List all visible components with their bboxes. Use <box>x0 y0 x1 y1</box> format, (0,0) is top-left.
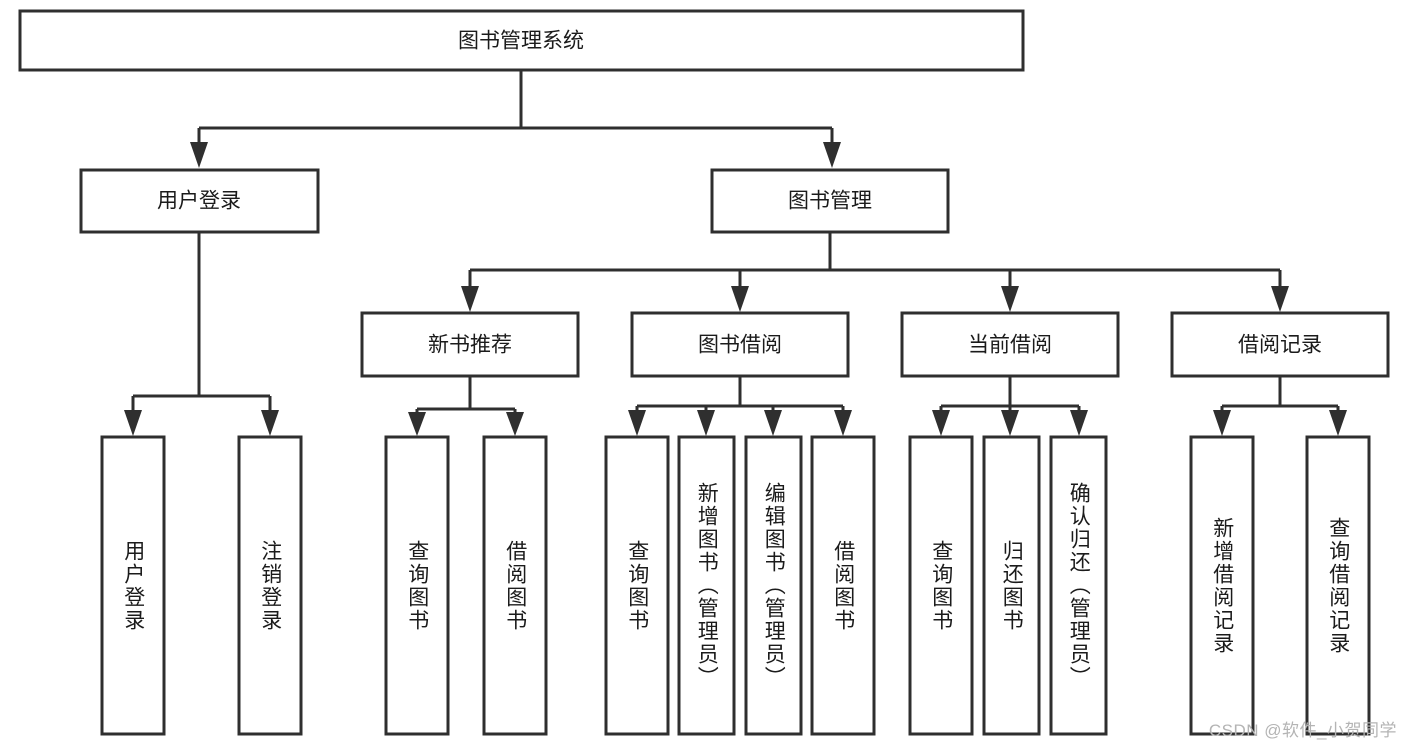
connector-new-book-to-leaves <box>408 376 524 436</box>
node-user-login[interactable]: 用户登录 <box>79 168 320 234</box>
node-book-manage[interactable]: 图书管理 <box>710 168 950 234</box>
leaf-box-borrow-book-b[interactable] <box>810 435 876 736</box>
arrow-head-to-leaf-query-book-b <box>628 410 646 436</box>
arrow-head-to-leaf-query-record <box>1329 410 1347 436</box>
connector-book-manage-to-level2 <box>461 232 1289 312</box>
leaf-box-logout[interactable] <box>237 435 303 736</box>
node-new-book-recommend-label: 新书推荐 <box>428 334 512 357</box>
connector-root-to-level1 <box>190 70 841 168</box>
arrow-head-to-leaf-edit-book <box>764 410 782 436</box>
arrow-head-to-borrow-record <box>1271 286 1289 312</box>
leaf-box-add-record[interactable] <box>1189 435 1255 736</box>
leaf-box-query-record[interactable] <box>1305 435 1371 736</box>
connector-book-borrow-to-leaves <box>628 376 852 436</box>
connector-current-borrow-to-leaves <box>932 376 1088 436</box>
leaf-box-user-login[interactable] <box>100 435 166 736</box>
node-user-login-label: 用户登录 <box>157 190 241 213</box>
arrow-head-to-leaf-logout <box>261 410 279 436</box>
arrow-head-to-user-login <box>190 142 208 168</box>
node-root-label: 图书管理系统 <box>458 30 584 53</box>
arrow-head-to-leaf-user-login <box>124 410 142 436</box>
node-book-borrow[interactable]: 图书借阅 <box>630 311 850 378</box>
connector-user-login-to-leaves <box>124 232 279 436</box>
arrow-head-to-leaf-add-book <box>697 410 715 436</box>
node-new-book-recommend[interactable]: 新书推荐 <box>360 311 580 378</box>
leaf-box-add-book[interactable] <box>677 435 736 736</box>
arrow-head-to-current-borrow <box>1001 286 1019 312</box>
node-user-login-box[interactable] <box>79 168 320 234</box>
node-current-borrow-label: 当前借阅 <box>968 334 1052 357</box>
node-borrow-record-label: 借阅记录 <box>1238 334 1322 357</box>
arrow-head-to-leaf-query-book-c <box>932 410 950 436</box>
csdn-watermark: CSDN @软件_小贺同学 <box>1208 721 1397 740</box>
arrow-head-to-new-book <box>461 286 479 312</box>
arrow-head-to-leaf-borrow-book-b <box>834 410 852 436</box>
connector-borrow-record-to-leaves <box>1213 376 1347 436</box>
arrow-head-to-leaf-add-record <box>1213 410 1231 436</box>
leaf-box-query-book-b[interactable] <box>604 435 670 736</box>
arrow-head-to-leaf-confirm-return <box>1070 410 1088 436</box>
node-current-borrow[interactable]: 当前借阅 <box>900 311 1120 378</box>
arrow-head-to-leaf-query-book-a <box>408 412 426 436</box>
leaf-box-confirm-return[interactable] <box>1049 435 1108 736</box>
node-root-box[interactable] <box>18 9 1025 72</box>
leaf-box-borrow-book-a[interactable] <box>482 435 548 736</box>
node-book-manage-label: 图书管理 <box>788 190 872 213</box>
arrow-head-to-leaf-borrow-book-a <box>506 412 524 436</box>
arrow-head-to-leaf-return-book <box>1001 410 1019 436</box>
leaf-box-query-book-c[interactable] <box>908 435 974 736</box>
leaf-box-query-book-a[interactable] <box>384 435 450 736</box>
arrow-head-to-book-borrow <box>731 286 749 312</box>
node-new-book-recommend-box[interactable] <box>360 311 580 378</box>
node-root[interactable]: 图书管理系统 <box>18 9 1025 72</box>
leaf-box-edit-book[interactable] <box>744 435 803 736</box>
arrow-head-to-book-manage <box>823 142 841 168</box>
node-current-borrow-box[interactable] <box>900 311 1120 378</box>
node-borrow-record[interactable]: 借阅记录 <box>1170 311 1390 378</box>
leaf-box-return-book[interactable] <box>982 435 1041 736</box>
node-book-borrow-label: 图书借阅 <box>698 334 782 357</box>
